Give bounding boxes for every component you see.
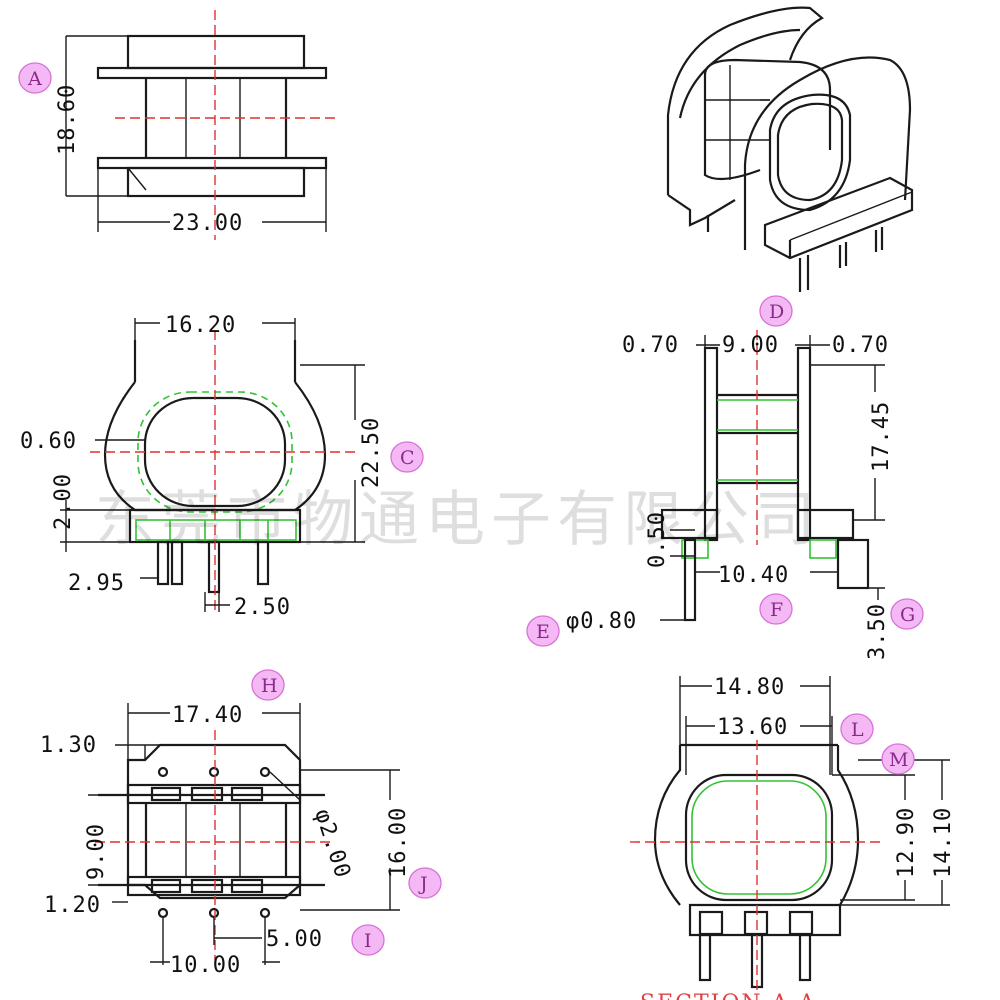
marker-i: I [351, 924, 385, 956]
dim-0-70-right: 0.70 [832, 333, 889, 358]
dim-phi-2-00: φ2.00 [309, 806, 355, 881]
section-view [630, 676, 950, 995]
bottom-view [88, 703, 400, 965]
dim-12-90: 12.90 [894, 807, 919, 878]
dim-phi-0-80: φ0.80 [566, 609, 637, 634]
svg-text:H: H [261, 675, 278, 697]
marker-c: C [390, 441, 424, 473]
svg-text:A: A [27, 68, 42, 90]
side-view-c [60, 318, 365, 612]
marker-d: D [759, 295, 793, 327]
section-label: SECTION A-A [640, 991, 817, 1000]
dim-1-20: 1.20 [44, 893, 101, 918]
marker-j: J [408, 867, 442, 899]
svg-text:D: D [769, 301, 784, 323]
dim-17-40: 17.40 [172, 703, 243, 728]
marker-m: M [881, 743, 915, 775]
dim-18-60: 18.60 [55, 84, 80, 155]
dim-3-50: 3.50 [865, 603, 890, 660]
marker-e: E [526, 615, 560, 647]
marker-g: G [890, 598, 924, 630]
dim-9-00-side: 9.00 [84, 823, 109, 880]
dim-14-10: 14.10 [931, 807, 956, 878]
svg-text:F: F [770, 599, 783, 621]
svg-text:M: M [889, 749, 908, 771]
dim-2-95: 2.95 [68, 571, 125, 596]
side-view-d [660, 330, 885, 622]
dim-5-00: 5.00 [266, 927, 323, 952]
dim-14-80: 14.80 [714, 675, 785, 700]
svg-text:L: L [851, 719, 864, 741]
marker-l: L [840, 713, 874, 745]
dim-0-60: 0.60 [20, 429, 77, 454]
svg-text:I: I [364, 930, 372, 952]
company-watermark: 东莞市物通电子有限公司 [95, 485, 821, 555]
dim-16-20: 16.20 [165, 313, 236, 338]
dim-23-00: 23.00 [172, 211, 243, 236]
dim-0-70-left: 0.70 [622, 333, 679, 358]
svg-text:J: J [418, 873, 428, 895]
dim-2-00: 2.00 [51, 473, 76, 530]
dim-9-00-top: 9.00 [722, 333, 779, 358]
isometric-view [666, 6, 914, 292]
dim-17-45: 17.45 [869, 401, 894, 472]
dim-2-50: 2.50 [234, 595, 291, 620]
svg-text:E: E [536, 621, 550, 643]
dim-1-30: 1.30 [40, 733, 97, 758]
dim-10-00: 10.00 [170, 953, 241, 978]
marker-h: H [251, 669, 285, 701]
svg-text:G: G [900, 604, 915, 626]
front-view [65, 10, 335, 240]
dim-22-50: 22.50 [359, 417, 384, 488]
svg-text:C: C [400, 447, 415, 469]
dim-13-60: 13.60 [717, 715, 788, 740]
dim-10-40: 10.40 [718, 563, 789, 588]
marker-a: A [18, 62, 52, 94]
dim-16-00: 16.00 [386, 807, 411, 878]
dim-0-50: 0.50 [645, 511, 670, 568]
marker-f: F [759, 593, 793, 625]
